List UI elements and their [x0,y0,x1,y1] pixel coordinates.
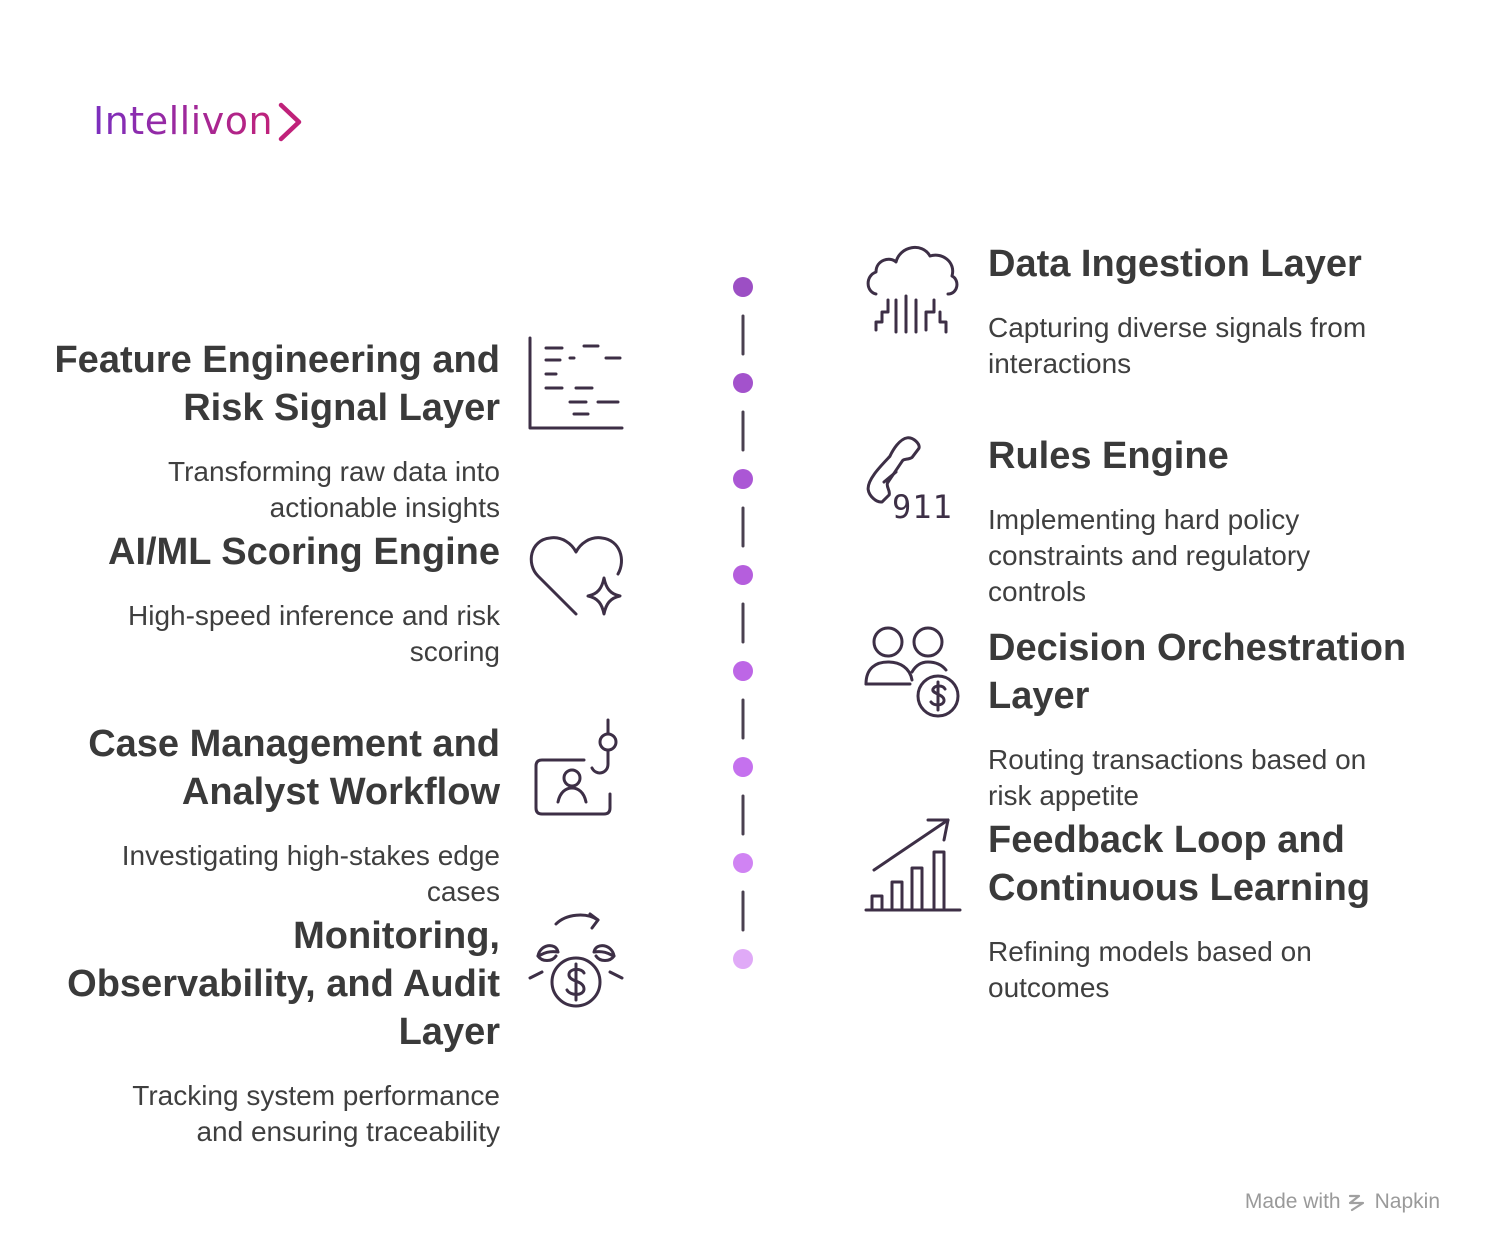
growth-chart-icon [862,814,962,914]
napkin-icon [1348,1194,1364,1212]
item-description: Implementing hard policy constraints and… [988,504,1311,607]
item-decision-orchestration: Decision Orchestration Layer Routing tra… [988,624,1428,814]
timeline-dot [733,757,753,777]
item-description: Investigating high-stakes edge cases [121,840,500,907]
logo-text: Intellivon [93,99,274,143]
item-title: Monitoring, Observability, and Audit Lay… [67,915,500,1053]
timeline-dots [733,277,753,969]
footer-text: Made with [1244,1190,1341,1213]
item-ai-ml-scoring: AI/ML Scoring Engine High-speed inferenc… [50,528,500,670]
item-title: Feature Engineering and Risk Signal Laye… [54,339,500,429]
timeline-dot [733,661,753,681]
item-monitoring: Monitoring, Observability, and Audit Lay… [50,912,500,1150]
item-data-ingestion: Data Ingestion Layer Capturing diverse s… [988,240,1428,382]
item-description: Tracking system performance and ensuring… [132,1080,500,1147]
item-title: Feedback Loop and Continuous Learning [988,819,1371,909]
timeline-dot [733,469,753,489]
item-title: AI/ML Scoring Engine [108,531,500,573]
item-rules-engine: Rules Engine Implementing hard policy co… [988,432,1428,610]
911-label: 911 [892,488,953,526]
timeline-dot [733,565,753,585]
item-feature-engineering: Feature Engineering and Risk Signal Laye… [50,336,500,526]
item-description: Capturing diverse signals from interacti… [988,312,1367,379]
item-case-management: Case Management and Analyst Workflow Inv… [50,720,500,910]
timeline-dot [733,373,753,393]
feature-bars-icon [526,334,626,434]
item-description: Transforming raw data into actionable in… [168,456,500,523]
item-feedback-loop: Feedback Loop and Continuous Learning Re… [988,816,1428,1006]
timeline-dot [733,853,753,873]
people-dollar-icon [862,622,962,722]
money-cycle-icon [526,912,626,1012]
made-with-napkin: Made with Napkin [1245,1190,1440,1214]
intellivon-logo: Intellivon [93,96,303,146]
item-description: High-speed inference and risk scoring [128,600,500,667]
phone-911-icon: 911 [862,432,962,532]
profile-hook-icon [526,718,626,820]
item-description: Routing transactions based on risk appet… [988,744,1367,811]
cloud-data-icon [862,238,962,338]
heart-sparkle-icon [526,530,626,630]
chevron-right-icon [278,102,302,142]
item-title: Data Ingestion Layer [988,243,1362,285]
item-description: Refining models based on outcomes [988,936,1312,1003]
timeline-dot [733,949,753,969]
item-title: Rules Engine [988,435,1229,477]
item-title: Decision Orchestration Layer [988,627,1407,717]
timeline-dot [733,277,753,297]
item-title: Case Management and Analyst Workflow [88,723,500,813]
footer-brand: Napkin [1374,1190,1440,1213]
